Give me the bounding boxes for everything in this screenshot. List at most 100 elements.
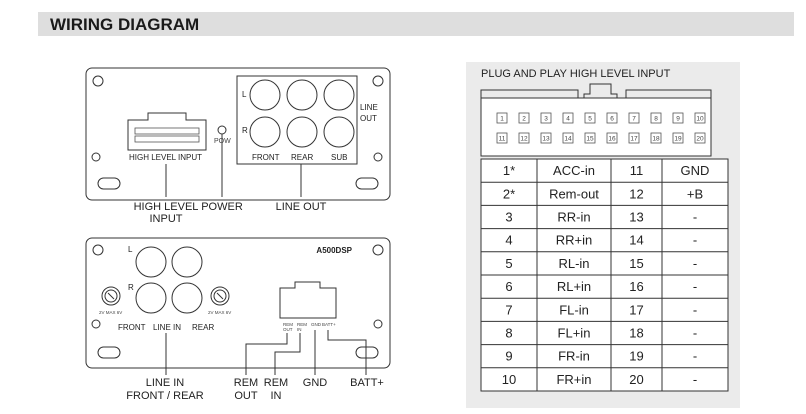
table-cell: -: [693, 349, 697, 364]
knob-left-scale: 2V MAX 6V: [99, 310, 122, 315]
page-title: WIRING DIAGRAM: [50, 15, 200, 34]
high-level-input-panel-label: HIGH LEVEL INPUT: [129, 153, 202, 162]
rear-label: REAR: [291, 153, 313, 162]
line-out-panel-label-1: LINE: [360, 103, 378, 112]
table-cell: 18: [629, 326, 643, 341]
pin-cell-16: [606, 132, 618, 144]
pin-number-20: 20: [696, 136, 704, 143]
table-cell: -: [693, 210, 697, 225]
pin-number-4: 4: [566, 116, 570, 123]
power-callout: POWER: [201, 201, 243, 213]
rca-sub-r: [323, 116, 355, 148]
pin-number-1: 1: [500, 116, 504, 123]
pin-cell-11: [496, 132, 508, 144]
pin-cell-9: [672, 112, 684, 124]
table-cell: FR-in: [558, 349, 590, 364]
table-cell: -: [693, 279, 697, 294]
table-cell: RR+in: [556, 233, 593, 248]
line-in-rca-block: [135, 246, 203, 314]
gnd-callout: GND: [303, 377, 328, 389]
table-cell: 15: [629, 256, 643, 271]
line-in-callout-2: FRONT / REAR: [126, 390, 203, 402]
plug-pin-grid: [134, 127, 200, 143]
rca-rear-l: [286, 79, 318, 111]
rem-out-callout-1: REM: [234, 377, 258, 389]
pin-cell-14: [562, 132, 574, 144]
pin-cell-20: [694, 132, 706, 144]
rca-in-front-r: [135, 282, 167, 314]
pin-cell-19: [672, 132, 684, 144]
pin-number-9: 9: [676, 116, 680, 123]
table-cell: 17: [629, 302, 643, 317]
line-out-rca-block: [236, 75, 358, 165]
pin-cell-3: [540, 112, 552, 124]
rem-out-callout-2: OUT: [234, 390, 258, 402]
pin-cell-15: [584, 132, 596, 144]
pin-cell-4: [562, 112, 574, 124]
gain-knob-left: [101, 286, 121, 306]
top-l-label: L: [242, 90, 247, 99]
pin-number-12: 12: [520, 136, 528, 143]
batt-panel: BATT+: [322, 322, 336, 327]
table-cell: RL+in: [557, 279, 591, 294]
pin-number-10: 10: [696, 116, 704, 123]
table-cell: 11: [630, 163, 644, 178]
gnd-panel: GND: [311, 322, 322, 327]
rem-out-panel-1: REM: [283, 322, 293, 327]
table-cell: 13: [629, 210, 643, 225]
table-cell: RR-in: [557, 210, 590, 225]
high-level-input-plug: [127, 112, 207, 151]
pow-label: POW: [214, 138, 231, 145]
pin-cell-10: [694, 112, 706, 124]
pin-number-16: 16: [608, 136, 616, 143]
header-bar: WIRING DIAGRAM: [38, 12, 794, 36]
plug-connector-outline: [480, 83, 712, 157]
power-led: [217, 125, 227, 135]
top-callout-lines: [165, 134, 302, 197]
batt-callout: BATT+: [350, 377, 384, 389]
rem-in-callout-2: IN: [271, 390, 282, 402]
table-cell: 9: [505, 349, 512, 364]
table-row: 6 RL+in 16 -: [505, 279, 697, 294]
pin-cell-12: [518, 132, 530, 144]
bottom-line-in-label: LINE IN: [153, 323, 181, 332]
table-row: 3 RR-in 13 -: [505, 210, 697, 225]
pin-cell-17: [628, 132, 640, 144]
pin-cell-5: [584, 112, 596, 124]
rca-in-rear-l: [171, 246, 203, 278]
table-cell: 3: [505, 210, 512, 225]
pin-number-19: 19: [674, 136, 682, 143]
high-level-callout-2: INPUT: [150, 213, 183, 225]
table-cell: Rem-out: [549, 186, 599, 201]
pin-number-5: 5: [588, 116, 592, 123]
power-terminal-connector: [279, 281, 337, 319]
pin-number-6: 6: [610, 116, 614, 123]
pin-cell-2: [518, 112, 530, 124]
rca-rear-r: [286, 116, 318, 148]
table-cell: 16: [629, 279, 643, 294]
pin-cell-1: [496, 112, 508, 124]
rem-in-callout-1: REM: [264, 377, 288, 389]
pin-cell-18: [650, 132, 662, 144]
table-cell: 12: [629, 186, 643, 201]
table-cell: 7: [505, 302, 512, 317]
table-cell: -: [693, 233, 697, 248]
table-cell: -: [693, 256, 697, 271]
rem-in-panel-1: REM: [297, 322, 307, 327]
sub-label: SUB: [331, 153, 347, 162]
pin-number-18: 18: [652, 136, 660, 143]
top-r-label: R: [242, 126, 248, 135]
bottom-r-label: R: [128, 283, 134, 292]
table-cell: 8: [505, 326, 512, 341]
rca-front-r: [249, 116, 281, 148]
model-label: A500DSP: [316, 246, 352, 255]
table-cell: 6: [505, 279, 512, 294]
table-cell: 14: [629, 233, 643, 248]
